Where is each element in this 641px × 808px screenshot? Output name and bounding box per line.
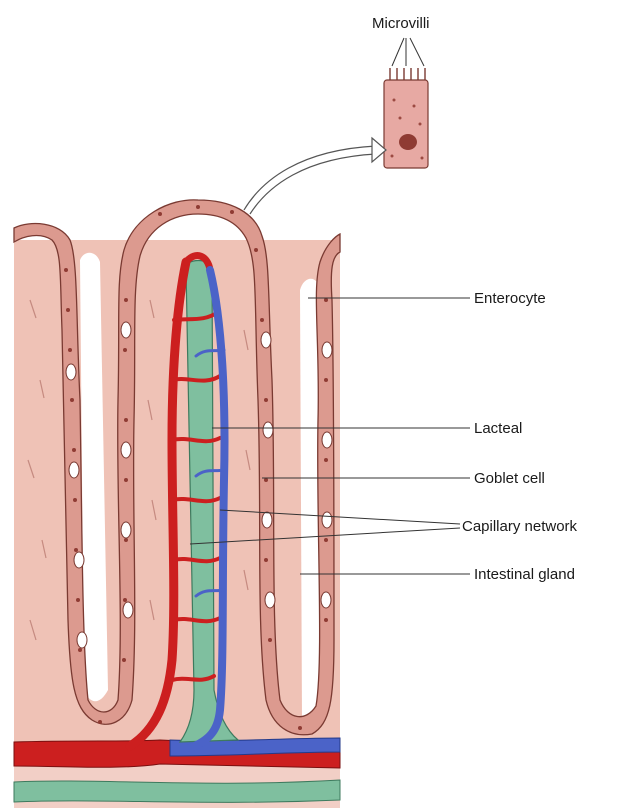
intestinal-gland-label: Intestinal gland <box>474 566 575 583</box>
lacteal-label: Lacteal <box>474 420 522 437</box>
microvilli-label: Microvilli <box>372 15 430 32</box>
enterocyte-label: Enterocyte <box>474 290 546 307</box>
bottom-lymph-vessel <box>14 780 340 802</box>
capillary-network-label: Capillary network <box>462 518 578 535</box>
goblet-cell-label: Goblet cell <box>474 470 545 487</box>
microvilli-leaders <box>392 38 424 66</box>
enterocyte-detail-cell <box>384 38 428 168</box>
detail-cell-nucleus <box>399 134 417 150</box>
zoom-arrow-outline <box>250 154 376 214</box>
microvilli-projections <box>390 68 425 80</box>
